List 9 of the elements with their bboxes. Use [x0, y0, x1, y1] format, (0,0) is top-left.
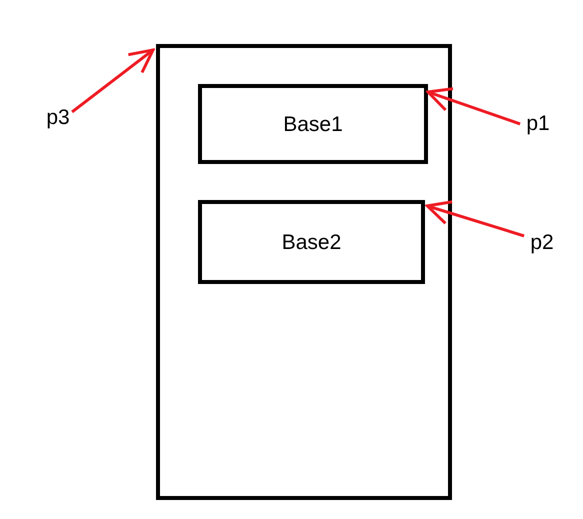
point-label: p1: [522, 108, 554, 138]
point-label: p2: [526, 226, 558, 258]
arrow: [426, 87, 521, 126]
point-label: p3: [42, 102, 74, 132]
arrow: [71, 48, 154, 114]
container-box: [156, 44, 452, 500]
class-box: Base2: [198, 200, 425, 284]
class-box: Base1: [198, 84, 428, 164]
arrow: [426, 200, 525, 238]
